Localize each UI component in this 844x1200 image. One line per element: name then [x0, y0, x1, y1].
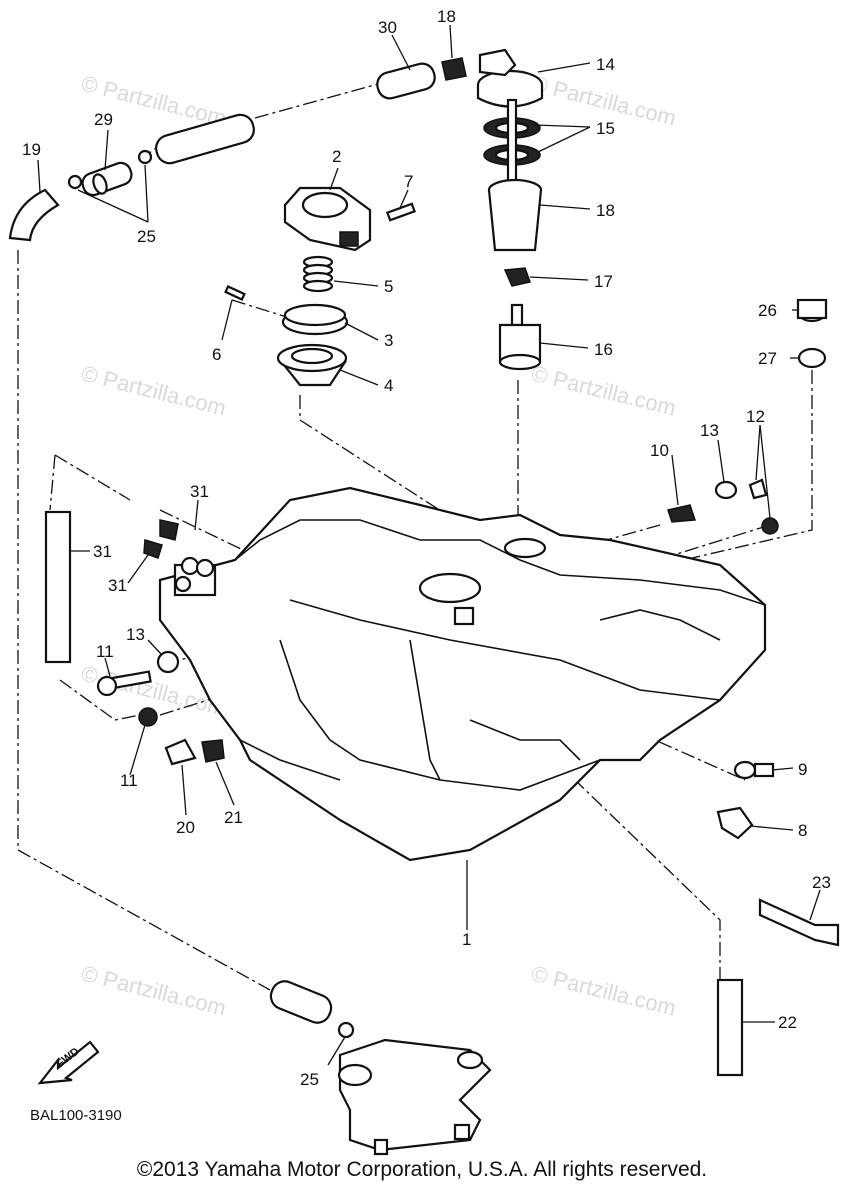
washers	[483, 98, 541, 192]
clip-25	[337, 1021, 355, 1039]
pin	[386, 202, 416, 222]
fuel-pump	[337, 1038, 492, 1156]
callout-13: 13	[700, 421, 719, 440]
callout-5: 5	[384, 277, 393, 296]
callout-20: 18	[437, 7, 456, 26]
drain-plug-9	[733, 760, 775, 780]
hose-29	[376, 62, 436, 100]
callout-22: 21	[224, 808, 243, 827]
grommet	[796, 298, 828, 323]
callout-29: 30	[378, 18, 397, 37]
hose-30	[44, 510, 72, 664]
callout-12: 12	[746, 407, 765, 426]
strap-24	[758, 898, 840, 947]
nut-12	[761, 517, 779, 535]
clip-25	[137, 149, 153, 165]
callout-18: 18	[596, 201, 615, 220]
clip-10	[667, 504, 697, 523]
callout-6: 6	[212, 345, 221, 364]
watermark: © Partzilla.com	[529, 961, 679, 1021]
callout-15: 15	[596, 119, 615, 138]
copyright-notice: ©2013 Yamaha Motor Corporation, U.S.A. A…	[136, 1158, 708, 1181]
hose-19	[8, 188, 60, 242]
clip-12	[748, 478, 768, 500]
hose-23	[716, 978, 744, 1077]
spring	[302, 255, 334, 293]
nut-11	[138, 707, 158, 727]
callout-27: 27	[758, 349, 777, 368]
hose-21	[164, 738, 197, 766]
clip-31	[159, 519, 179, 541]
watermark: © Partzilla.com	[529, 361, 679, 421]
vent-hose	[155, 113, 255, 165]
clamp-top	[441, 57, 467, 81]
callouts: 30 18 14 15 18 17 16 2 7 5 6 3 4 29 19 2…	[22, 7, 831, 1089]
filler-neck	[276, 343, 348, 387]
fuel-tank	[158, 486, 767, 862]
clamp-22	[201, 739, 225, 763]
callout-23: 22	[778, 1013, 797, 1032]
filler-cap	[283, 186, 372, 252]
callout-30: 31	[93, 542, 112, 561]
callout-7: 7	[404, 172, 413, 191]
diagram-code: BAL100-3190	[30, 1107, 122, 1124]
callout-31: 31	[190, 482, 209, 501]
clip	[503, 267, 531, 287]
callout-28: 29	[94, 110, 113, 129]
filler-ring	[281, 303, 349, 336]
washer-13-right	[714, 480, 738, 500]
callout-17: 17	[594, 272, 613, 291]
washer-13-left	[156, 650, 180, 674]
callout-26: 26	[758, 301, 777, 320]
bolt-11	[96, 670, 152, 697]
gauge-housing	[487, 178, 543, 252]
watermark: © Partzilla.com	[79, 961, 229, 1021]
clip-25	[67, 174, 83, 190]
callout-4: 4	[384, 376, 393, 395]
callout-3: 3	[384, 331, 393, 350]
callout-11: 11	[120, 771, 138, 790]
watermark: © Partzilla.com	[79, 361, 229, 421]
fuel-gauge-cap	[476, 48, 544, 108]
callout-31: 31	[108, 576, 127, 595]
clip-31	[143, 539, 163, 559]
callout-8: 8	[798, 821, 807, 840]
callout-1: 1	[462, 930, 471, 949]
callout-25: 25	[300, 1070, 319, 1089]
callout-11: 11	[96, 642, 114, 661]
callout-25: 25	[137, 227, 156, 246]
callout-13: 13	[126, 625, 145, 644]
float-unit	[498, 303, 542, 371]
fwd-arrow: FWD	[37, 1040, 100, 1085]
leader-lines	[37, 24, 821, 1066]
joint-28	[81, 161, 133, 197]
hose-bottom	[269, 980, 333, 1024]
callout-16: 16	[594, 340, 613, 359]
washer-27	[797, 347, 827, 369]
callout-19: 19	[22, 140, 41, 159]
callout-24: 23	[812, 873, 831, 892]
small-pin	[224, 285, 246, 301]
callout-9: 9	[798, 760, 807, 779]
callout-14: 14	[596, 55, 615, 74]
callout-2: 2	[332, 147, 341, 166]
callout-21: 20	[176, 818, 195, 837]
cap-8	[716, 806, 754, 840]
callout-10: 10	[650, 441, 669, 460]
